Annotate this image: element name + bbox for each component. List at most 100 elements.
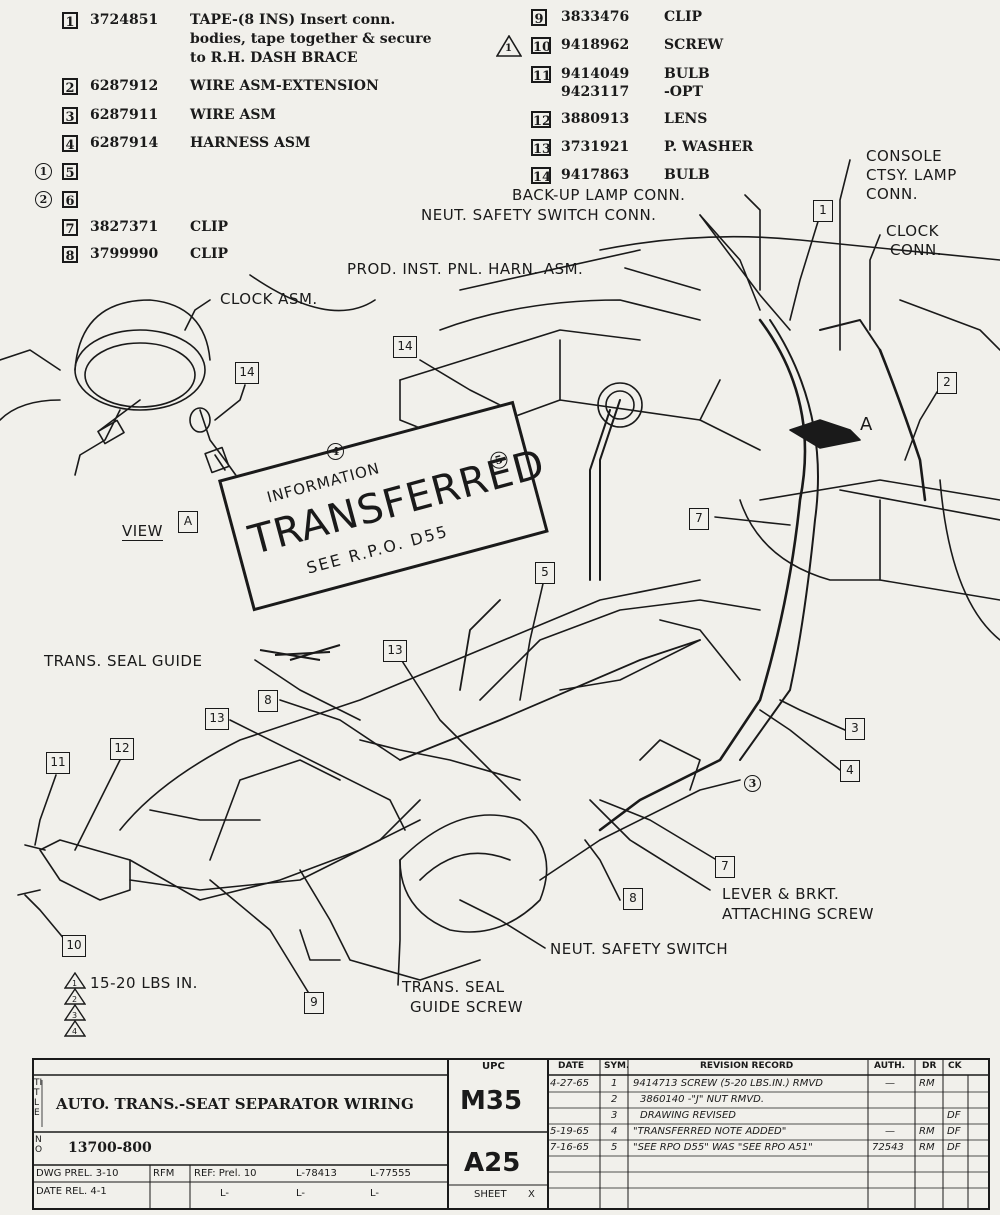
part-number: 9417863: [561, 167, 630, 183]
part-desc: HARNESS ASM: [190, 135, 311, 151]
rev-date: 4-27-65: [550, 1078, 590, 1089]
part-desc-2: bodies, tape together & secure: [190, 31, 432, 47]
part-desc: BULB: [664, 66, 710, 82]
rev-sym: 4: [611, 1126, 618, 1137]
part-ref: 14: [531, 167, 551, 185]
clock-asm-label: CLOCK ASM.: [220, 290, 318, 308]
part-desc: LENS: [664, 111, 708, 127]
rev-text: 3860140 -"J" NUT RMVD.: [640, 1094, 765, 1105]
torque-flag-num: 1: [505, 43, 512, 54]
upc-code-1: M35: [460, 1086, 523, 1116]
part-number: 9418962: [561, 37, 630, 53]
ref-l2: L-77555: [370, 1168, 411, 1179]
part-number: 3827371: [90, 219, 159, 235]
rev-dr: RM: [919, 1142, 935, 1153]
callout-12: 12: [110, 738, 134, 760]
rev-text: 9414713 SCREW (5-20 LBS.IN.) RMVD: [633, 1078, 823, 1089]
upc-label: UPC: [482, 1061, 505, 1072]
rev-date: 7-16-65: [550, 1142, 590, 1153]
rev-date: 5-19-65: [550, 1126, 590, 1137]
rev-header-record: REVISION RECORD: [700, 1061, 794, 1071]
part-desc: BULB: [664, 167, 710, 183]
console-conn-label-3: CONN.: [866, 185, 918, 203]
part-number: 3731921: [561, 139, 630, 155]
rev-auth: —: [885, 1078, 895, 1089]
part-number: 6287911: [90, 107, 159, 123]
console-conn-label-2: CTSY. LAMP: [866, 166, 957, 184]
part-ref: 10: [531, 37, 551, 55]
part-ref: 4: [62, 135, 78, 153]
number-label: NO: [35, 1135, 43, 1155]
drawing-number: 13700-800: [68, 1140, 152, 1156]
neut-safety-switch-label: NEUT. SAFETY SWITCH: [550, 940, 729, 958]
view-label: VIEW: [122, 522, 163, 541]
part-ref: 8: [62, 246, 78, 264]
drawing-title: AUTO. TRANS.-SEAT SEPARATOR WIRING: [56, 1095, 414, 1113]
rev-header-date: DATE: [558, 1061, 585, 1071]
trans-seal-guide-label: TRANS. SEAL GUIDE: [44, 652, 203, 670]
part-number: 3833476: [561, 9, 630, 25]
rev-sym: 5: [611, 1142, 618, 1153]
sheet-label: SHEET: [474, 1189, 507, 1200]
stamp-circle-4: 4: [327, 443, 344, 460]
part-desc-opt: -OPT: [664, 84, 703, 100]
part-ref: 2: [62, 78, 78, 96]
part-ref: 12: [531, 111, 551, 129]
part-ref: 6: [62, 191, 78, 209]
torque-note-label: 15-20 LBS IN.: [90, 974, 198, 992]
callout-8b: 8: [623, 888, 643, 910]
callout-14b: 14: [393, 336, 417, 358]
torque-flag-2: 2: [72, 995, 78, 1004]
prod-inst-pnl-label: PROD. INST. PNL. HARN. ASM.: [347, 260, 584, 278]
part-ref: 5: [62, 163, 78, 181]
rev-dr: RM: [919, 1078, 935, 1089]
rev-ck: DF: [947, 1110, 961, 1121]
part-desc: CLIP: [664, 9, 703, 25]
callout-13b: 13: [383, 640, 407, 662]
rev-auth: 72543: [872, 1142, 904, 1153]
rev-header-sym: SYM.: [604, 1061, 630, 1071]
lever-brkt-label-2: ATTACHING SCREW: [722, 905, 875, 923]
circle-3-ref: 3: [744, 775, 761, 792]
footnote-circle: 1: [35, 163, 52, 180]
rev-sym: 1: [611, 1078, 618, 1089]
ref-l4: L-: [296, 1188, 306, 1199]
date-rel: DATE REL. 4-1: [36, 1186, 107, 1197]
part-ref: 11: [531, 66, 551, 84]
callout-10: 10: [62, 935, 86, 957]
callout-7: 7: [689, 508, 709, 530]
torque-flags-icon: [64, 972, 86, 1037]
ref-l5: L-: [370, 1188, 380, 1199]
rfm-initials: RFM: [153, 1168, 175, 1179]
callout-9: 9: [304, 992, 324, 1014]
callout-14: 14: [235, 362, 259, 384]
rev-ck: DF: [947, 1126, 961, 1137]
dwg-prel: DWG PREL. 3-10: [36, 1168, 119, 1179]
view-letter-box: A: [178, 511, 198, 533]
rev-sym: 2: [611, 1094, 618, 1105]
callout-5: 5: [535, 562, 555, 584]
callout-11: 11: [46, 752, 70, 774]
ref-l3: L-: [220, 1188, 230, 1199]
section-a-label: A: [860, 414, 873, 435]
title-label: TITLE: [34, 1078, 43, 1118]
part-desc: P. WASHER: [664, 139, 754, 155]
callout-7b: 7: [715, 856, 735, 878]
part-desc-3: to R.H. DASH BRACE: [190, 50, 358, 66]
part-number: 6287914: [90, 135, 159, 151]
rev-header-ck: CK: [948, 1061, 962, 1071]
part-desc: WIRE ASM-EXTENSION: [190, 78, 379, 94]
part-ref: 13: [531, 139, 551, 157]
clock-conn-label-1: CLOCK: [886, 222, 939, 240]
part-number-opt: 9423117: [561, 84, 630, 100]
part-desc: CLIP: [190, 246, 229, 262]
part-number: 3880913: [561, 111, 630, 127]
torque-flag-icon: [496, 35, 522, 57]
rev-auth: —: [885, 1126, 895, 1137]
lever-brkt-label-1: LEVER & BRKT.: [722, 885, 840, 903]
torque-flag-4: 4: [72, 1027, 78, 1036]
part-desc: TAPE-(8 INS) Insert conn.: [190, 12, 396, 28]
footnote-circle: 2: [35, 191, 52, 208]
callout-13: 13: [205, 708, 229, 730]
